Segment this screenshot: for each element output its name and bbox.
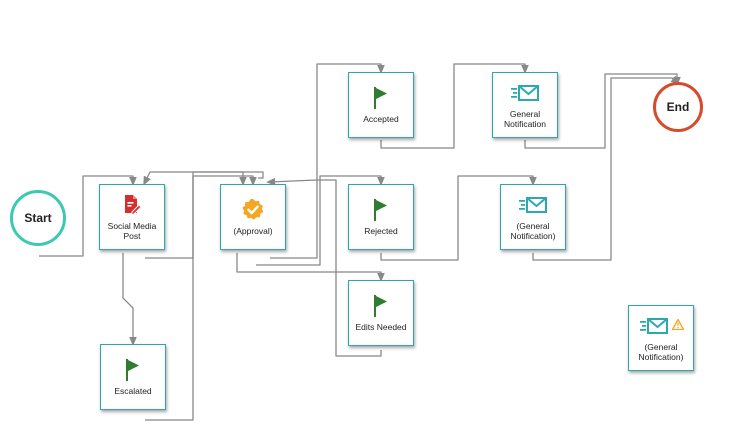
edits-needed-node[interactable]: Edits Needed [348,280,414,346]
verified-badge-icon [241,198,265,222]
node-label: (Approval) [233,226,273,236]
rejected-node[interactable]: Rejected [348,184,414,250]
fast-mail-icon [510,81,540,105]
flag-icon [371,86,391,110]
fast-mail-icon [518,193,548,217]
connector-post-to-escalated [122,253,137,346]
node-label: Edits Needed [355,322,407,332]
end-label: End [666,100,690,114]
node-label: (General Notification) [638,342,684,362]
connector-approval-to-edits [236,253,385,282]
connector-escalated-to-approval [145,175,257,421]
fast-mail-icon [639,314,684,338]
connector-rejected-to-notification [380,175,537,261]
approval-node[interactable]: (Approval) [220,184,286,250]
node-label: (General Notification) [510,221,556,241]
start-label: Start [24,211,52,225]
connector-approval-to-rejected [256,175,385,266]
general-notification-node[interactable]: General Notification [492,72,558,138]
node-label: Social Media Post [107,221,157,241]
end-event[interactable]: End [653,82,703,132]
connector-approval-to-accepted [270,63,385,259]
social-media-post-node[interactable]: Social Media Post [99,184,165,250]
start-event[interactable]: Start [10,190,66,246]
escalated-node[interactable]: Escalated [100,344,166,410]
node-label: Rejected [364,226,398,236]
node-label: Accepted [363,114,399,124]
flag-icon [371,294,391,318]
general-notification-node[interactable]: (General Notification) [500,184,566,250]
connector-approval-loop [143,171,264,186]
flag-icon [123,358,143,382]
connector-start-to-post [39,175,137,257]
node-label: Escalated [114,386,152,396]
warning-icon[interactable] [671,317,684,335]
node-label: General Notification [503,109,547,129]
connector-notification1-to-end [524,73,681,149]
connector-accepted-to-notification [380,63,529,149]
connector-notification2-to-end [532,75,681,261]
flag-icon [371,198,391,222]
accepted-node[interactable]: Accepted [348,72,414,138]
general-notification-node[interactable]: (General Notification) [628,305,694,371]
document-edit-icon [122,193,142,217]
connector-edits-to-approval [266,177,382,357]
